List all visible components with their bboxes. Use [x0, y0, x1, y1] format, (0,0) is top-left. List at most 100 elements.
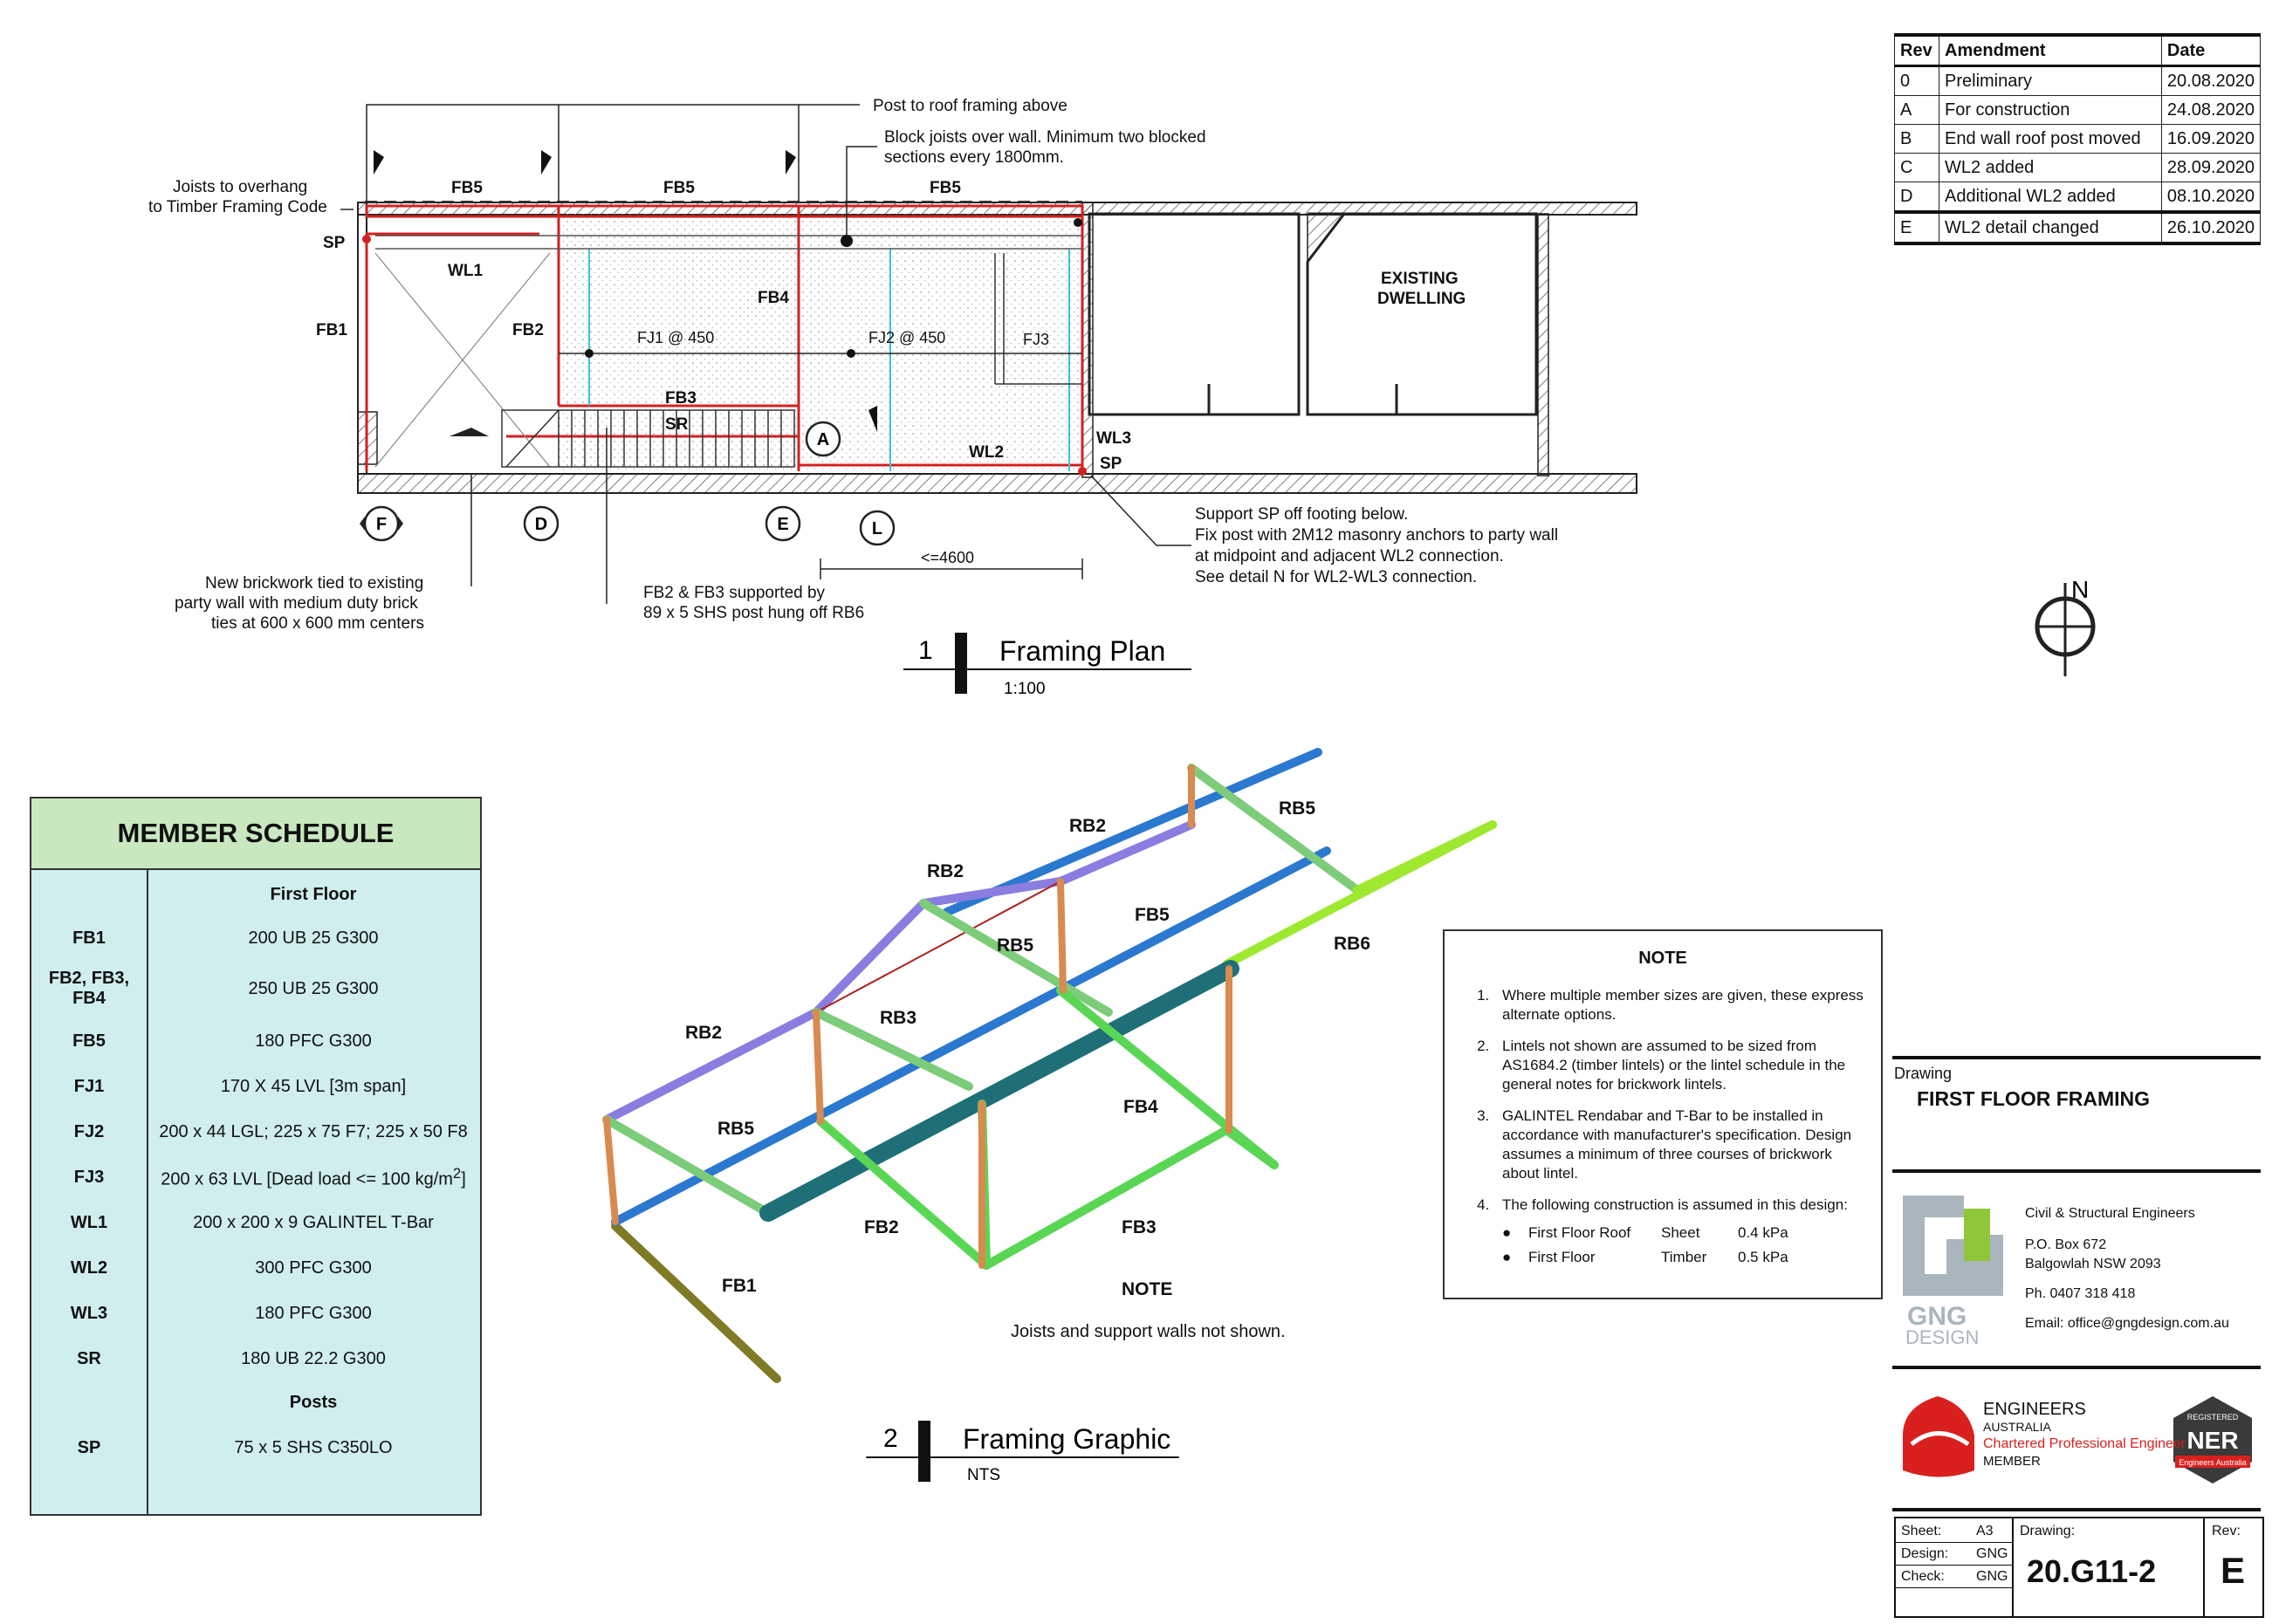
grid-a: A [817, 430, 829, 449]
grid-l: L [872, 519, 882, 538]
check-label: Check: [1901, 1569, 1945, 1584]
bullet-icon: ● [1502, 1224, 1512, 1241]
check-value: GNG [1976, 1569, 2008, 1584]
sheet-rule [1896, 1587, 2012, 1588]
amendment-cell: For construction [1939, 95, 2162, 125]
gfx-note-text: Joists and support walls not shown. [1011, 1322, 1286, 1341]
member-mark: FB1 [72, 928, 106, 948]
rev-cell: 0 [1894, 65, 1939, 96]
plan-label-fj1: FJ1 @ 450 [637, 329, 714, 346]
rev-col-header: Rev [1894, 33, 1939, 67]
load-value: 0.4 kPa [1738, 1224, 1788, 1241]
drawing-no-label: Drawing: [2020, 1524, 2076, 1538]
graphic-title-number: 2 [883, 1424, 898, 1453]
amendment-cell: WL2 added [1939, 153, 2162, 182]
date-cell: 20.08.2020 [2160, 65, 2262, 96]
fj3-walls [994, 253, 1082, 385]
ea-line-4: MEMBER [1983, 1454, 2041, 1469]
spacer [2025, 1223, 2229, 1236]
gfx-label-rb2b: RB2 [927, 861, 964, 881]
member-size: 200 x 44 LGL; 225 x 75 F7; 225 x 50 F8 [159, 1121, 468, 1141]
title-block-rule [1892, 1056, 2261, 1059]
list-item: Where multiple member sizes are given, t… [1493, 986, 1872, 1024]
member-size: 200 x 63 LVL [Dead load <= 100 kg/m [161, 1169, 453, 1189]
gfx-label-fb5: FB5 [1135, 905, 1170, 925]
plan-title-number: 1 [918, 636, 933, 665]
schedule-posts-heading: Posts [289, 1392, 338, 1412]
company-info: Civil & Structural Engineers P.O. Box 67… [2025, 1204, 2229, 1333]
plan-label-fb1: FB1 [316, 321, 347, 339]
engineers-australia-text: ENGINEERS AUSTRALIA Chartered Profession… [1983, 1401, 2186, 1470]
wl1-lintel [375, 235, 1082, 250]
gng-logo: GNG DESIGN [1903, 1196, 2003, 1348]
bullet-icon: ● [1502, 1249, 1512, 1265]
callout-brick-1: New brickwork tied to existing [205, 574, 423, 593]
existing-wall [1081, 202, 1094, 478]
sp-post [362, 235, 371, 243]
amendment-cell: WL2 detail changed [1939, 210, 2162, 245]
member-size: 200 x 200 x 9 GALINTEL T-Bar [193, 1212, 434, 1232]
gfx-label-rb5b: RB5 [997, 935, 1033, 956]
sheet-rule [1896, 1542, 2012, 1543]
existing-label-2: DWELLING [1377, 290, 1466, 308]
list-item: Lintels not shown are assumed to be size… [1493, 1037, 1872, 1094]
dim-dot [585, 349, 594, 358]
graphic-title-text: Framing Graphic [963, 1423, 1170, 1455]
callout-sp-1: Support SP off footing below. [1195, 505, 1408, 524]
member-size: 75 x 5 SHS C350LO [234, 1437, 393, 1457]
gfx-note-title: NOTE [1122, 1279, 1172, 1299]
date-col-header: Date [2160, 33, 2262, 67]
load-item: First Floor Roof [1528, 1224, 1631, 1241]
amendment-cell: End wall roof post moved [1939, 124, 2162, 154]
north-arrow: N [2035, 576, 2096, 676]
grid-e: E [777, 515, 788, 534]
drawing-number: 20.G11-2 [2027, 1553, 2157, 1589]
member-mark: FJ2 [73, 1121, 105, 1141]
title-block-rule [1892, 1169, 2261, 1173]
member-fb1 [611, 1222, 781, 1383]
date-cell: 16.09.2020 [2160, 124, 2262, 154]
existing-room-1 [1088, 212, 1301, 416]
plan-scale: 1:100 [1004, 680, 1046, 698]
gfx-label-rb5a: RB5 [1279, 798, 1315, 819]
rev-cell: C [1894, 153, 1939, 182]
grid-bubbles: F D E A L [360, 421, 896, 546]
load-value: 0.5 kPa [1738, 1249, 1788, 1265]
framing-graphic: RB2 RB2 RB2 RB5 RB5 RB5 FB5 RB6 RB3 FB4 … [602, 748, 1497, 1484]
existing-label-1: EXISTING [1381, 270, 1459, 288]
member-fb5-long [611, 846, 1331, 1226]
ea-line-1: ENGINEERS [1983, 1400, 2086, 1419]
spacer [2025, 1274, 2229, 1285]
load-row: ● First Floor Roof Sheet 0.4 kPa [1502, 1223, 1872, 1243]
company-phone: Ph. 0407 318 418 [2025, 1286, 2136, 1301]
plan-label-wl3: WL3 [1096, 429, 1131, 448]
callout-overhang-1: Joists to overhang [173, 178, 307, 196]
plan-label-fb5c: FB5 [930, 179, 961, 197]
rev-cell: E [1894, 210, 1939, 245]
ner-text: NER [2186, 1427, 2238, 1454]
company-line-3: Balgowlah NSW 2093 [2025, 1257, 2161, 1271]
callout-fb2fb3-2: 89 x 5 SHS post hung off RB6 [643, 604, 864, 622]
plan-label-fj3: FJ3 [1023, 331, 1049, 348]
plan-label-wl1: WL1 [448, 262, 484, 280]
plan-label-sp: SP [323, 234, 346, 252]
grid-f: F [376, 515, 387, 534]
note-item-4-text: The following construction is assumed in… [1502, 1196, 1848, 1213]
sheet-rule [1896, 1565, 2012, 1566]
graphic-scale: NTS [967, 1466, 1000, 1484]
sheet-divider [2012, 1518, 2014, 1616]
block-dot [841, 235, 853, 247]
load-type: Timber [1661, 1249, 1707, 1265]
callout-sp-2: Fix post with 2M12 masonry anchors to pa… [1195, 526, 1558, 545]
member-size-group: 200 x 63 LVL [Dead load <= 100 kg/m2] [147, 1165, 480, 1190]
company-line-2: P.O. Box 672 [2025, 1237, 2107, 1252]
schedule-title: MEMBER SCHEDULE [31, 798, 480, 870]
